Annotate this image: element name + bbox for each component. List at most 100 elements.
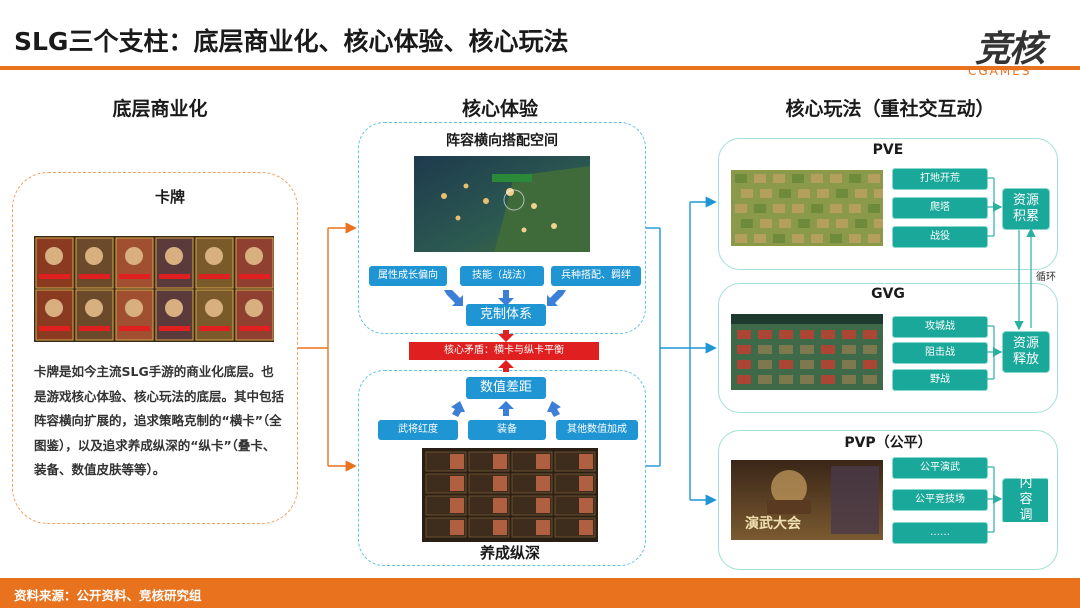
pve-tile — [735, 204, 747, 213]
hero-card-portrait — [85, 247, 103, 265]
pve-tile — [836, 219, 848, 228]
column-title-commercial: 底层商业化 — [112, 98, 208, 120]
gvg-tile — [779, 330, 793, 339]
counter-arrows — [444, 290, 566, 306]
pve-tile — [849, 174, 861, 183]
pve-tile — [735, 234, 747, 243]
hero-card-portrait — [165, 247, 183, 265]
roster-portrait — [450, 454, 464, 469]
resource-accumulate-label: 资源积累 — [1012, 193, 1039, 224]
equipment-box: 装备 — [468, 420, 546, 440]
pve-tile — [792, 204, 804, 213]
gvg-tile — [758, 360, 772, 369]
pve-tile — [779, 189, 791, 198]
pve-tile — [855, 219, 867, 228]
pve-tile — [874, 219, 886, 228]
pve-map-svg — [731, 170, 886, 246]
hero-card-portrait — [165, 299, 183, 317]
pve-tile — [773, 234, 785, 243]
gvg-tile — [800, 375, 814, 384]
pvp-banner-svg: 演武大会 — [731, 460, 883, 540]
gvg-tile — [737, 360, 751, 369]
battle-map-svg — [414, 156, 590, 252]
hero-card-portrait — [245, 247, 263, 265]
pve-item-tower: 爬塔 — [892, 197, 988, 219]
pvp-item-arena: 公平竞技场 — [892, 489, 988, 511]
hero-red-box: 武将红度 — [378, 420, 458, 440]
gvg-tile — [863, 360, 877, 369]
card-grid-image — [34, 236, 274, 342]
troop-combo-box: 兵种搭配、羁绊 — [551, 266, 641, 286]
column-title-core-gameplay: 核心玩法（重社交互动） — [785, 98, 995, 120]
pve-tile — [830, 234, 842, 243]
gvg-tile — [779, 375, 793, 384]
gvg-tile — [779, 360, 793, 369]
gvg-tile — [800, 360, 814, 369]
roster-portrait — [579, 454, 593, 469]
hero-card-stars — [199, 326, 230, 331]
gvg-tile — [821, 360, 835, 369]
gvg-tile — [821, 330, 835, 339]
hero-card-portrait — [125, 299, 143, 317]
roster-portrait — [536, 476, 550, 491]
hero-card-portrait — [205, 247, 223, 265]
gvg-map-image — [731, 314, 883, 390]
gvg-tile — [737, 375, 751, 384]
gvg-title: GVG — [871, 286, 905, 302]
pve-tile — [836, 189, 848, 198]
content-adjust-label: 内容调剂 — [1019, 478, 1033, 522]
pve-tile — [779, 219, 791, 228]
gvg-tile — [842, 345, 856, 354]
footer-bar — [0, 578, 1080, 608]
other-bonus-box: 其他数值加成 — [556, 420, 638, 440]
pve-tile — [817, 189, 829, 198]
pvp-banner-image: 演武大会 — [731, 460, 883, 540]
card-title: 卡牌 — [154, 188, 185, 206]
pve-tile — [741, 219, 753, 228]
pve-tile — [741, 189, 753, 198]
skill-box: 技能（战法） — [460, 266, 544, 286]
page-title: SLG三个支柱：底层商业化、核心体验、核心玩法 — [14, 27, 569, 56]
experience-to-gameplay-connector — [646, 196, 717, 506]
pve-tile — [855, 189, 867, 198]
hero-card-stars — [239, 274, 270, 279]
hero-roster-image — [422, 448, 598, 542]
gvg-tile — [821, 345, 835, 354]
pve-tile — [830, 174, 842, 183]
counter-system-box: 克制体系 — [466, 304, 546, 326]
hero-card-stars — [119, 274, 150, 279]
hero-roster-svg — [422, 448, 598, 542]
pve-connectors — [986, 177, 1003, 237]
growth-panel — [358, 370, 646, 566]
hero-card-stars — [159, 274, 190, 279]
growth-depth-title: 养成纵深 — [479, 544, 540, 562]
pve-tile — [754, 234, 766, 243]
gvg-item-field: 野战 — [892, 369, 988, 391]
gvg-tile — [758, 375, 772, 384]
gvg-map-svg — [731, 314, 883, 390]
resource-release-box: 资源释放 — [1002, 331, 1050, 373]
gvg-tile — [758, 330, 772, 339]
hero-card-stars — [79, 326, 110, 331]
battle-map-image — [414, 156, 590, 252]
growth-arrows — [451, 401, 561, 417]
cycle-connector — [1014, 227, 1036, 331]
hero-card-stars — [79, 274, 110, 279]
hero-card-portrait — [125, 247, 143, 265]
pvp-panel — [718, 430, 1058, 570]
title-underline — [0, 66, 1080, 70]
pve-tile — [773, 204, 785, 213]
cycle-label: 循环 — [1036, 272, 1056, 283]
commercial-panel — [12, 172, 298, 524]
hero-card-stars — [159, 326, 190, 331]
resource-release-label: 资源释放 — [1012, 336, 1039, 367]
gvg-tile — [863, 375, 877, 384]
pve-tile — [792, 234, 804, 243]
content-adjust-box: 内容调剂 — [1002, 478, 1048, 522]
gvg-tile — [758, 345, 772, 354]
gvg-tile — [737, 345, 751, 354]
resource-accumulate-box: 资源积累 — [1002, 188, 1050, 230]
pve-tile — [868, 204, 880, 213]
hero-card-portrait — [245, 299, 263, 317]
gvg-tile — [800, 345, 814, 354]
